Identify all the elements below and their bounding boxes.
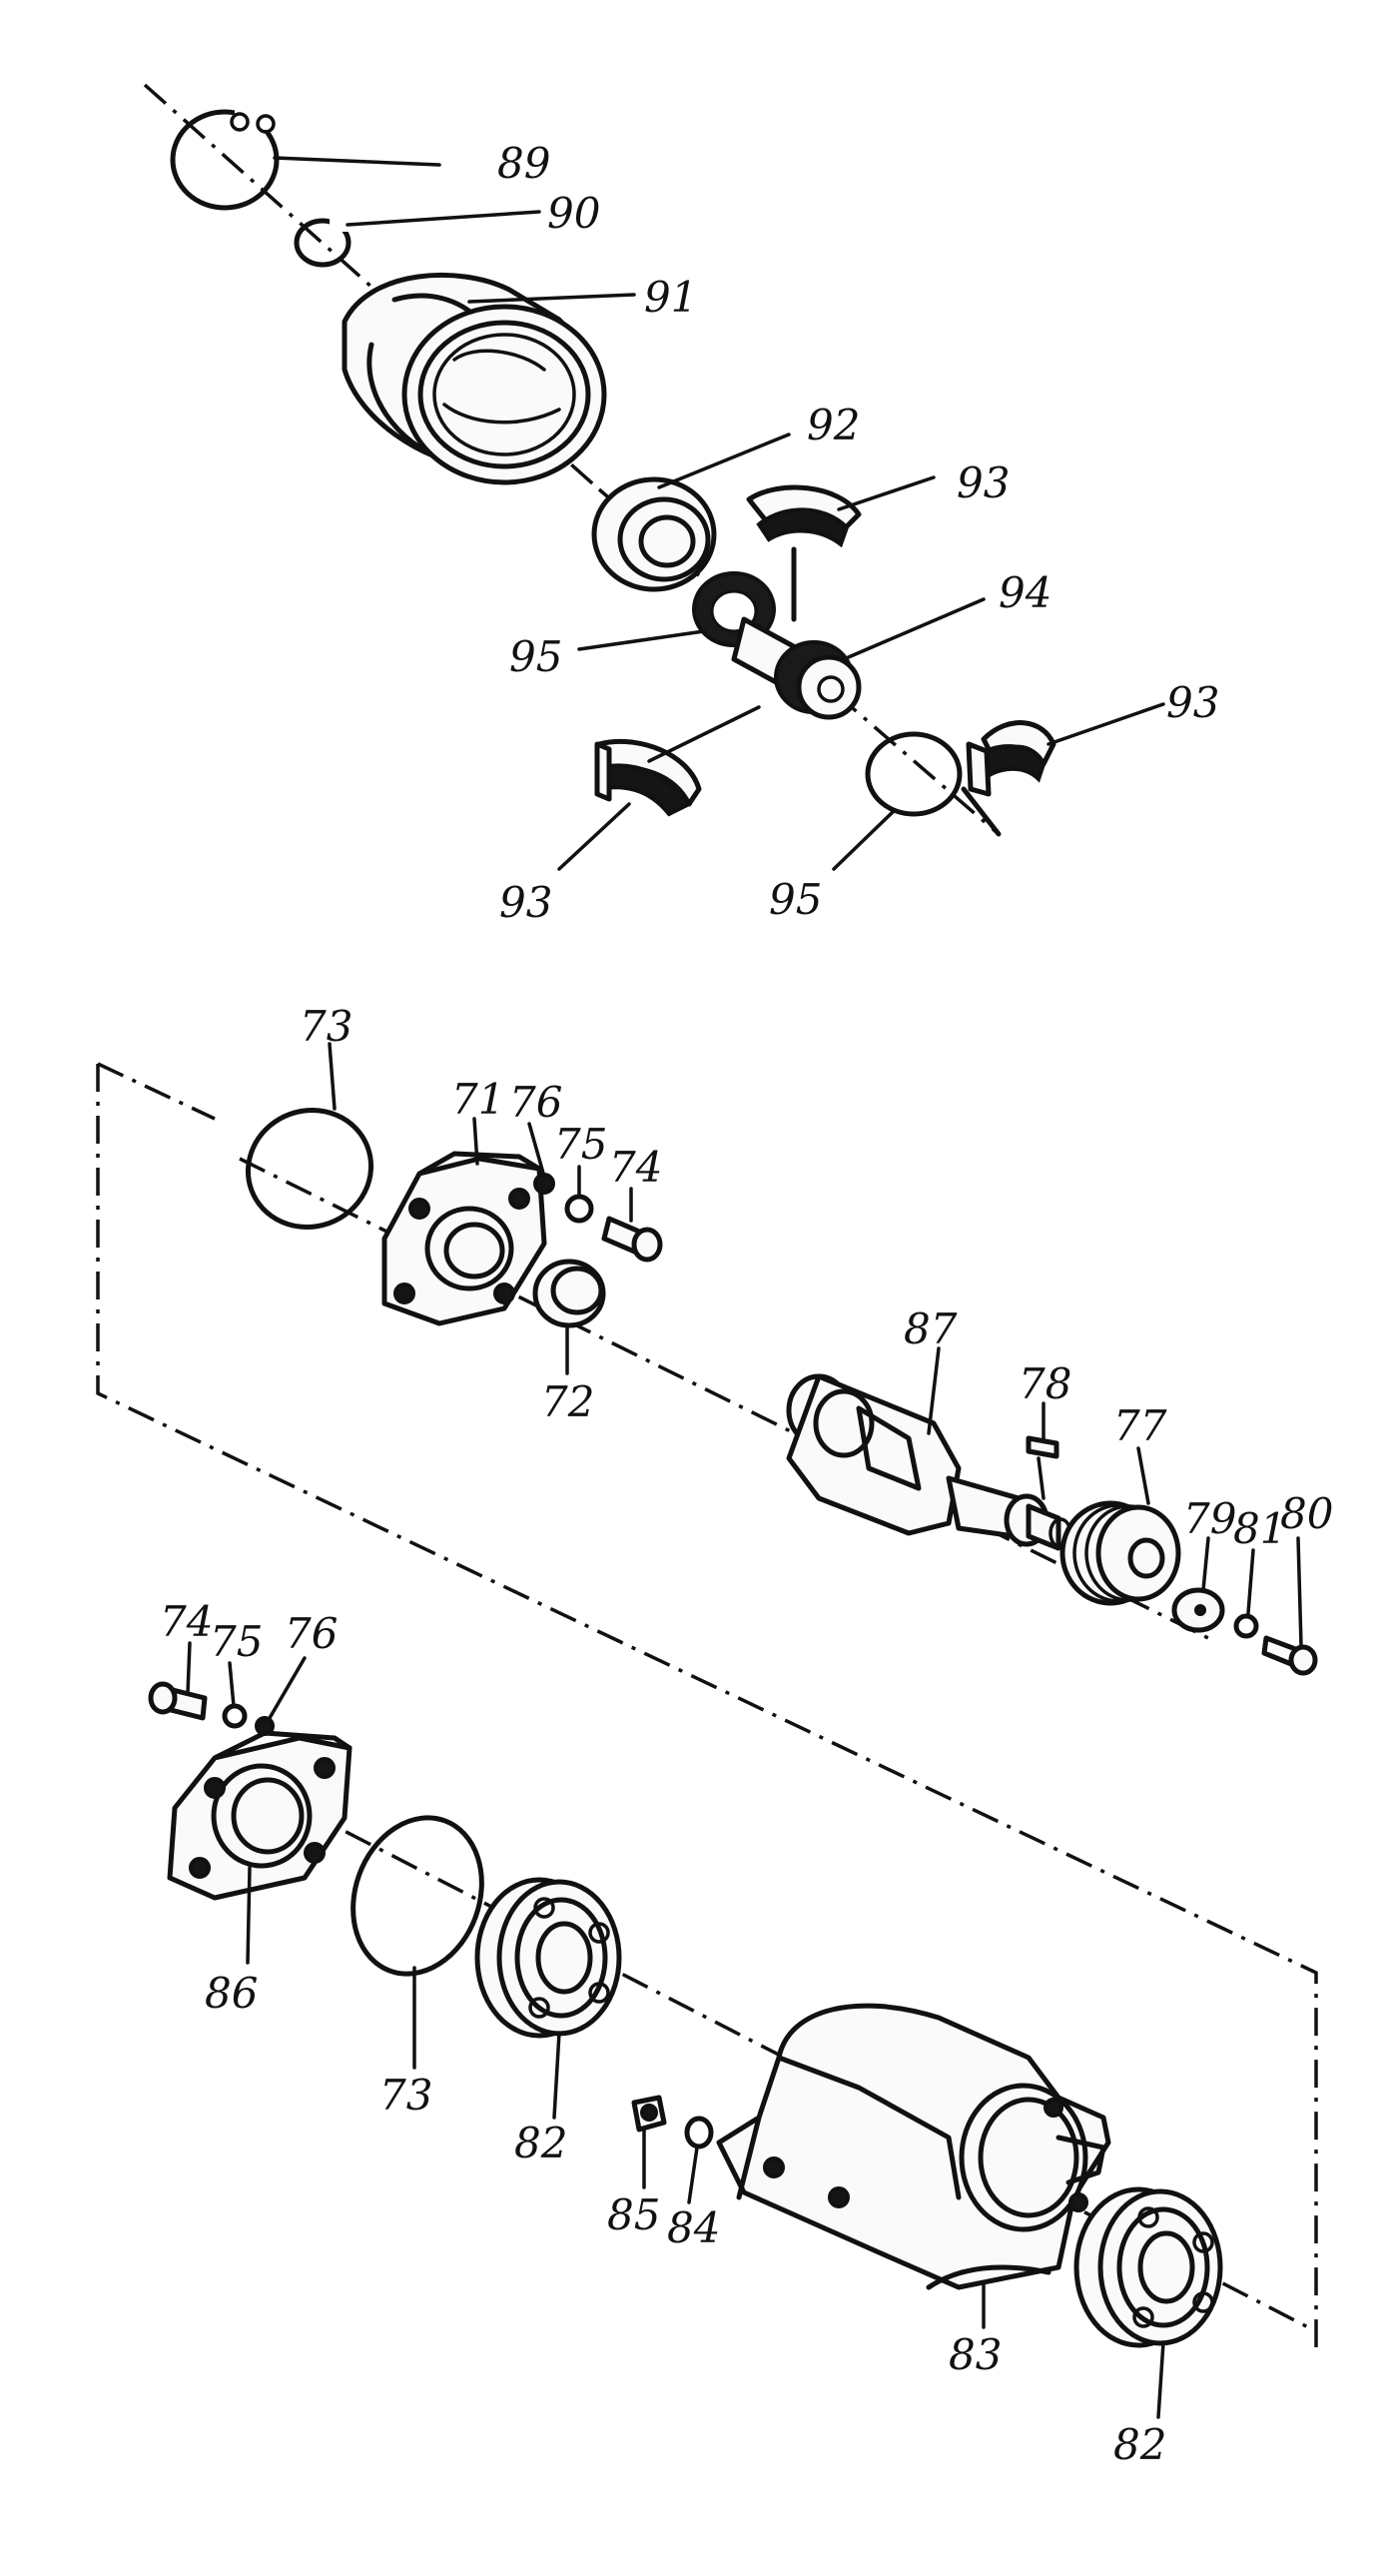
- label-73a: 73: [300, 1002, 352, 1051]
- part-92-bearing: [591, 476, 717, 592]
- leader-95a: [577, 629, 706, 651]
- label-85: 85: [607, 2190, 660, 2239]
- part-90-clip: [294, 216, 351, 268]
- part-83-housing: [716, 2003, 1111, 2290]
- part-95b-seal-ring: [865, 731, 963, 817]
- label-93c: 93: [1166, 678, 1219, 727]
- leader-90: [346, 210, 541, 227]
- label-94: 94: [999, 568, 1051, 617]
- leader-93b-up: [647, 705, 761, 763]
- leader-73a: [328, 1042, 337, 1111]
- frame-line-top: [97, 1062, 216, 1121]
- label-74a: 74: [609, 1143, 662, 1192]
- leader-76b: [268, 1656, 307, 1720]
- part-73a-o-ring: [245, 1108, 374, 1230]
- part-93b-half-bushing: [594, 738, 702, 817]
- top-assembly: 89 90 91 92 93 94 95 93 93 95: [143, 83, 1219, 927]
- part-89-circlip: [170, 108, 280, 211]
- part-85-plug: [631, 2095, 667, 2133]
- label-77: 77: [1113, 1401, 1167, 1450]
- part-82b-bearing: [1073, 2186, 1223, 2348]
- leader-93a: [837, 475, 936, 511]
- part-75a-lock-washer: [564, 1194, 594, 1224]
- label-92: 92: [807, 401, 860, 449]
- label-90: 90: [547, 189, 600, 238]
- leader-78b: [1037, 1456, 1046, 1500]
- part-91-roller: [342, 272, 607, 485]
- leader-79: [1201, 1536, 1210, 1592]
- label-76b: 76: [285, 1609, 338, 1658]
- part-71-end-cover: [381, 1151, 547, 1326]
- label-95a: 95: [509, 632, 562, 681]
- label-93a: 93: [957, 458, 1010, 507]
- label-89: 89: [497, 139, 550, 188]
- leader-76a: [527, 1122, 546, 1179]
- leader-87: [927, 1346, 941, 1435]
- label-93b: 93: [499, 878, 552, 927]
- part-81-lock-washer: [1233, 1613, 1259, 1639]
- label-74b: 74: [160, 1597, 213, 1646]
- part-74a-bolt: [601, 1216, 663, 1263]
- bottom-assembly: 73 71 76 75 74 72 87 78 77 79 81 80 74 7…: [96, 1002, 1333, 2469]
- part-72-seal: [532, 1259, 606, 1328]
- label-83: 83: [949, 2330, 1002, 2379]
- leader-86: [246, 1866, 252, 1965]
- part-87-shaft: [786, 1373, 1072, 1551]
- frame-line: [96, 1064, 1318, 2347]
- leader-77: [1136, 1446, 1150, 1505]
- part-94-shaft: [731, 616, 862, 720]
- label-82a: 82: [514, 2119, 567, 2167]
- label-75b: 75: [210, 1617, 263, 1666]
- label-87: 87: [904, 1304, 958, 1353]
- leader-81: [1246, 1548, 1255, 1615]
- label-73b: 73: [379, 2071, 432, 2120]
- leader-82b: [1156, 2340, 1165, 2419]
- part-74b-bolt: [148, 1681, 208, 1721]
- part-77-pulley: [1059, 1500, 1181, 1606]
- label-82b: 82: [1113, 2420, 1166, 2469]
- leader-95b: [832, 809, 896, 871]
- leader-80: [1296, 1536, 1303, 1648]
- leader-82a: [552, 2031, 561, 2120]
- part-73b-o-ring: [350, 1815, 484, 1977]
- label-91: 91: [644, 273, 697, 322]
- leader-91: [467, 293, 636, 304]
- leader-71: [472, 1117, 479, 1166]
- label-84: 84: [667, 2203, 720, 2252]
- leader-84: [687, 2146, 699, 2204]
- leader-74b: [186, 1641, 192, 1695]
- leader-94: [842, 597, 986, 661]
- label-79: 79: [1183, 1494, 1236, 1543]
- label-81: 81: [1233, 1504, 1286, 1553]
- label-80: 80: [1280, 1489, 1333, 1538]
- label-72: 72: [541, 1377, 594, 1426]
- label-71: 71: [451, 1075, 504, 1124]
- label-76a: 76: [509, 1078, 562, 1127]
- part-84-washer: [684, 2116, 714, 2149]
- part-86-end-cover: [167, 1730, 352, 1901]
- part-93c-half-bushing: [961, 720, 1056, 837]
- part-78-key: [1026, 1435, 1059, 1459]
- part-80-bolt: [1261, 1635, 1318, 1676]
- leader-89: [273, 156, 441, 167]
- label-86: 86: [205, 1969, 258, 2018]
- part-82a-bearing: [474, 1877, 622, 2039]
- leader-93c: [1047, 702, 1165, 746]
- part-79-washer: [1171, 1587, 1225, 1633]
- part-75b-lock-washer: [222, 1703, 248, 1729]
- leader-75b: [228, 1661, 236, 1708]
- label-78: 78: [1019, 1359, 1071, 1408]
- leader-93b: [557, 802, 631, 871]
- leader-92: [657, 432, 791, 489]
- label-75a: 75: [554, 1120, 607, 1169]
- part-93a-half-bushing: [746, 484, 862, 622]
- label-95b: 95: [769, 875, 822, 924]
